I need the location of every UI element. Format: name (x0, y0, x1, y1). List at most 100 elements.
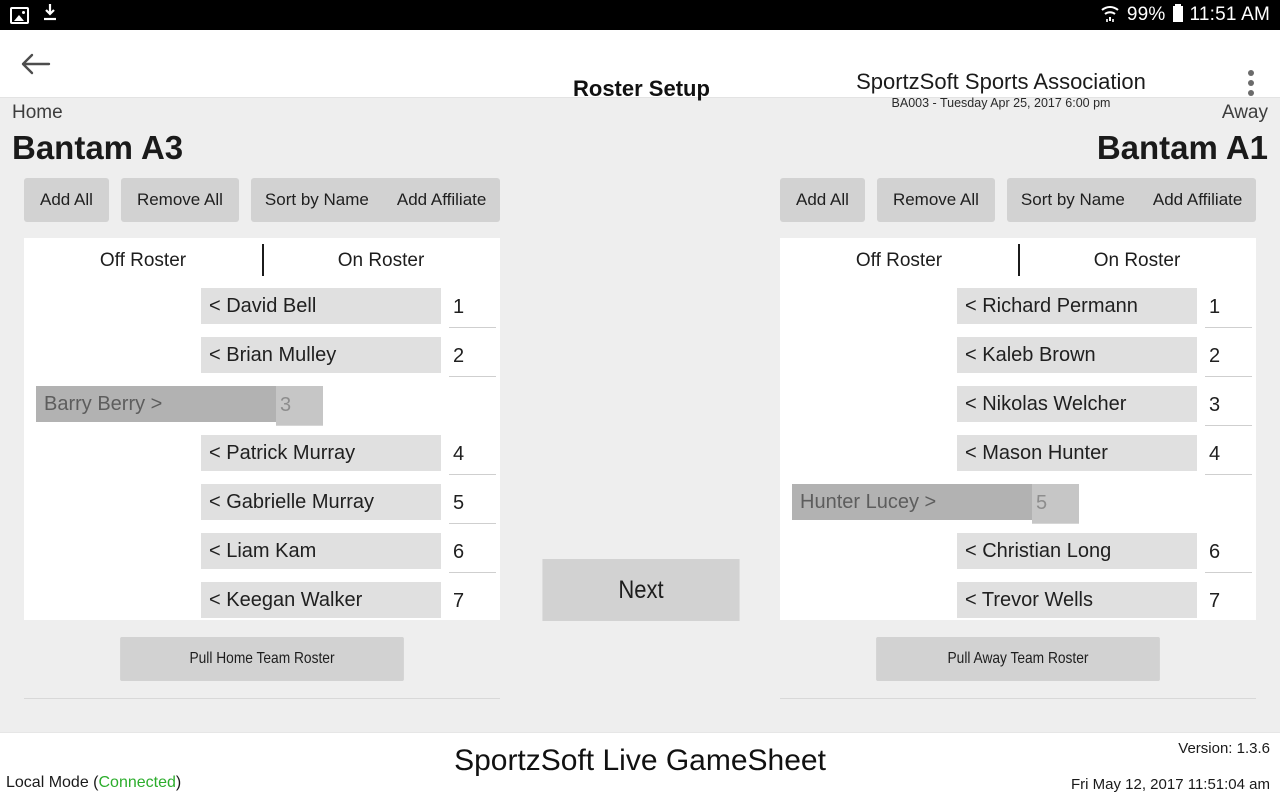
wifi-icon (1099, 3, 1121, 28)
away-add-affiliate-button[interactable]: Add Affiliate (1152, 190, 1243, 209)
away-off-roster-label: Off Roster (855, 250, 943, 271)
back-button[interactable] (0, 30, 70, 98)
player-number-input[interactable]: 6 (449, 533, 496, 573)
footer-bar: Local Mode (Connected) SportzSoft Live G… (0, 732, 1280, 800)
player-number-input[interactable]: 4 (1205, 435, 1252, 475)
away-sort-by-name-button[interactable]: Sort by Name (1020, 190, 1125, 209)
player-toggle-button[interactable]: < Nikolas Welcher (957, 386, 1197, 422)
roster-panels: Add All Remove All Sort by Name Add Affi… (0, 178, 1280, 708)
player-row: Barry Berry >3 (24, 382, 500, 431)
team-headers: Home Bantam A3 Away Bantam A1 (0, 98, 1280, 178)
player-number-input[interactable]: 7 (1205, 582, 1252, 620)
player-number-input[interactable]: 2 (449, 337, 496, 377)
pull-home-team-roster-button[interactable]: Pull Home Team Roster (120, 637, 404, 681)
away-remove-all-button[interactable]: Remove All (876, 178, 995, 222)
association-block: SportzSoft Sports Association BA003 - Tu… (843, 69, 1159, 111)
connection-state: Connected (98, 774, 176, 791)
player-toggle-button[interactable]: < Christian Long (957, 533, 1197, 569)
home-team-name: Bantam A3 (12, 129, 184, 166)
player-number-input[interactable]: 2 (1205, 337, 1252, 377)
away-panel-underline (780, 698, 1256, 699)
player-toggle-button[interactable]: < Gabrielle Murray (201, 484, 441, 520)
column-divider (262, 244, 264, 276)
battery-percent: 99% (1126, 4, 1166, 25)
away-side-label: Away (1221, 102, 1268, 123)
status-bar-left (10, 3, 59, 27)
home-side-label: Home (12, 102, 63, 123)
away-sort-affiliate-group: Sort by Name Add Affiliate (1006, 178, 1256, 222)
player-number-input[interactable]: 3 (276, 386, 323, 426)
page-title: Roster Setup (573, 76, 710, 101)
home-remove-all-button[interactable]: Remove All (120, 178, 239, 222)
player-number-input[interactable]: 5 (449, 484, 496, 524)
connection-status: Local Mode (Connected) (6, 774, 181, 792)
home-on-roster-label: On Roster (337, 250, 425, 271)
away-team-name: Bantam A1 (1096, 129, 1268, 166)
column-divider (1018, 244, 1020, 276)
home-pull-row: Pull Home Team Roster (24, 620, 500, 698)
player-number-input[interactable]: 1 (449, 288, 496, 328)
player-number-input[interactable]: 4 (449, 435, 496, 475)
battery-icon (1172, 3, 1184, 28)
away-pull-row: Pull Away Team Roster (780, 620, 1256, 698)
player-toggle-button[interactable]: < Brian Mulley (201, 337, 441, 373)
player-toggle-button[interactable]: < Richard Permann (957, 288, 1197, 324)
player-toggle-button[interactable]: < Trevor Wells (957, 582, 1197, 618)
next-button[interactable]: Next (542, 559, 740, 621)
away-roster-panel: Add All Remove All Sort by Name Add Affi… (780, 178, 1256, 699)
game-info: BA003 - Tuesday Apr 25, 2017 6:00 pm (891, 96, 1111, 110)
app-name: SportzSoft Live GameSheet (454, 744, 826, 777)
player-number-input[interactable]: 6 (1205, 533, 1252, 573)
away-list-header: Off Roster On Roster (780, 238, 1256, 284)
player-number-input[interactable]: 1 (1205, 288, 1252, 328)
home-sort-by-name-button[interactable]: Sort by Name (264, 190, 369, 209)
home-team-header: Home Bantam A3 (12, 98, 183, 168)
back-arrow-icon (21, 53, 51, 74)
home-roster-panel: Add All Remove All Sort by Name Add Affi… (24, 178, 500, 699)
player-toggle-button[interactable]: < Patrick Murray (201, 435, 441, 471)
player-number-input[interactable]: 7 (449, 582, 496, 620)
player-row: Hunter Lucey >5 (780, 480, 1256, 529)
home-toolbar: Add All Remove All Sort by Name Add Affi… (24, 178, 500, 222)
more-vertical-icon[interactable] (1248, 70, 1254, 96)
player-toggle-button[interactable]: < David Bell (201, 288, 441, 324)
away-toolbar: Add All Remove All Sort by Name Add Affi… (780, 178, 1256, 222)
home-sort-affiliate-group: Sort by Name Add Affiliate (250, 178, 500, 222)
connection-prefix: Local Mode ( (6, 774, 99, 791)
home-list-header: Off Roster On Roster (24, 238, 500, 284)
player-toggle-button[interactable]: < Keegan Walker (201, 582, 441, 618)
player-toggle-button[interactable]: < Liam Kam (201, 533, 441, 569)
next-button-wrap: Next (529, 559, 753, 621)
player-number-input[interactable]: 3 (1205, 386, 1252, 426)
connection-suffix: ) (175, 774, 182, 791)
home-add-all-button[interactable]: Add All (24, 178, 109, 222)
home-add-affiliate-button[interactable]: Add Affiliate (396, 190, 487, 209)
player-toggle-button[interactable]: Hunter Lucey > (792, 484, 1032, 520)
player-toggle-button[interactable]: Barry Berry > (36, 386, 276, 422)
status-bar-right: 99% 11:51 AM (1099, 3, 1270, 28)
footer-right: Version: 1.3.6 Fri May 12, 2017 11:51:04… (1071, 738, 1270, 796)
player-toggle-button[interactable]: < Kaleb Brown (957, 337, 1197, 373)
player-toggle-button[interactable]: < Mason Hunter (957, 435, 1197, 471)
status-bar: 99% 11:51 AM (0, 0, 1280, 30)
pull-away-team-roster-button[interactable]: Pull Away Team Roster (876, 637, 1160, 681)
footer-datetime: Fri May 12, 2017 11:51:04 am (1071, 776, 1270, 793)
away-add-all-button[interactable]: Add All (780, 178, 865, 222)
player-number-input[interactable]: 5 (1032, 484, 1079, 524)
